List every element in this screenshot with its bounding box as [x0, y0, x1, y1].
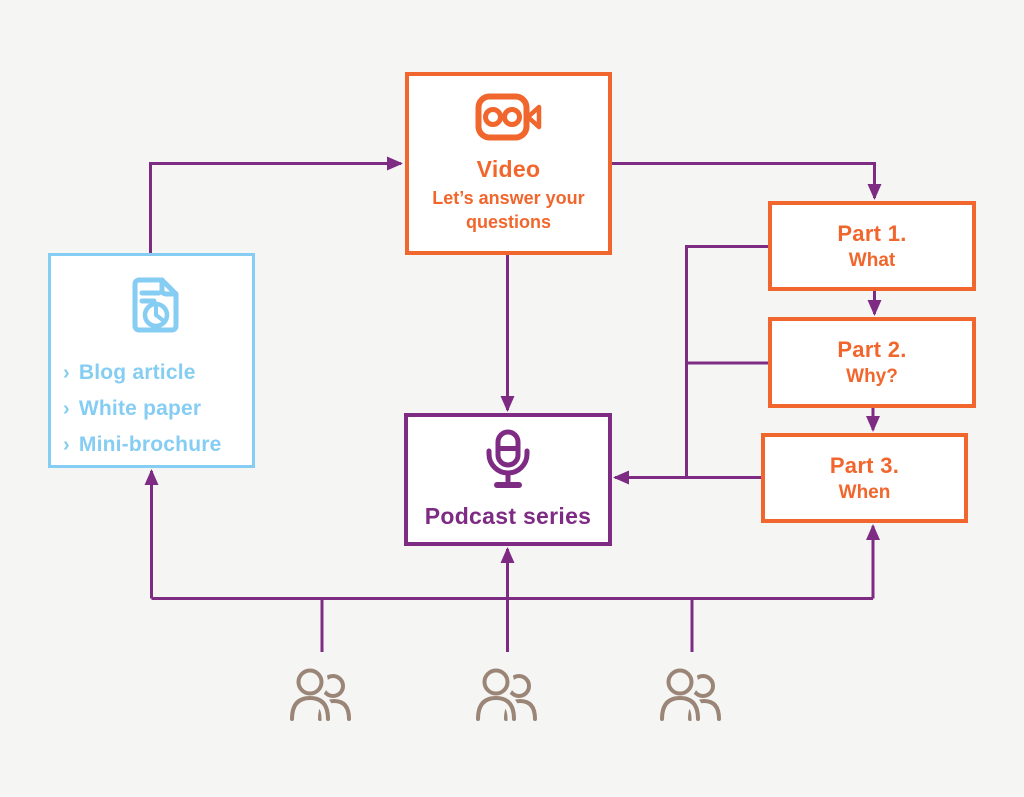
chevron-bullet-icon: ›: [63, 362, 70, 384]
video-subtitle: Let’s answer your questions: [432, 188, 585, 232]
part2-node: Part 2. Why?: [768, 317, 976, 408]
people-group-icon: [283, 663, 361, 729]
connector-video-to-part1: [612, 162, 882, 200]
part3-subtitle: When: [838, 481, 891, 503]
list-item-label: White paper: [78, 397, 202, 420]
part3-node: Part 3. When: [761, 433, 968, 523]
content-formats-node: › Blog article › White paper › Mini-broc…: [48, 253, 255, 468]
part1-node: Part 1. What: [768, 201, 976, 291]
connector-audience-stubs: [320, 598, 694, 652]
list-item-white-paper: › White paper: [63, 391, 221, 427]
podcast-title: Podcast series: [424, 503, 592, 529]
chevron-bullet-icon: ›: [63, 398, 70, 420]
video-camera-icon: [475, 93, 543, 146]
video-title: Video: [476, 156, 541, 183]
list-item-label: Mini-brochure: [78, 433, 222, 456]
list-item-mini-brochure: › Mini-brochure: [63, 427, 221, 463]
part2-title: Part 2.: [837, 337, 907, 362]
chevron-bullet-icon: ›: [63, 434, 70, 456]
microphone-icon: [484, 429, 532, 496]
people-group-icon: [653, 663, 731, 729]
list-item-label: Blog article: [78, 361, 196, 384]
part1-title: Part 1.: [837, 220, 907, 246]
part1-subtitle: What: [848, 249, 896, 271]
content-format-list: › Blog article › White paper › Mini-broc…: [63, 355, 221, 463]
part3-title: Part 3.: [829, 452, 900, 478]
connector-content-to-video: [149, 156, 403, 253]
people-group-icon: [469, 663, 547, 729]
list-item-blog-article: › Blog article: [63, 355, 221, 391]
video-node: Video Let’s answer your questions: [405, 72, 612, 255]
connector-parts-collector: [685, 245, 768, 478]
podcast-node: Podcast series: [404, 413, 612, 546]
document-report-icon: [126, 276, 184, 339]
part2-subtitle: Why?: [846, 366, 898, 387]
